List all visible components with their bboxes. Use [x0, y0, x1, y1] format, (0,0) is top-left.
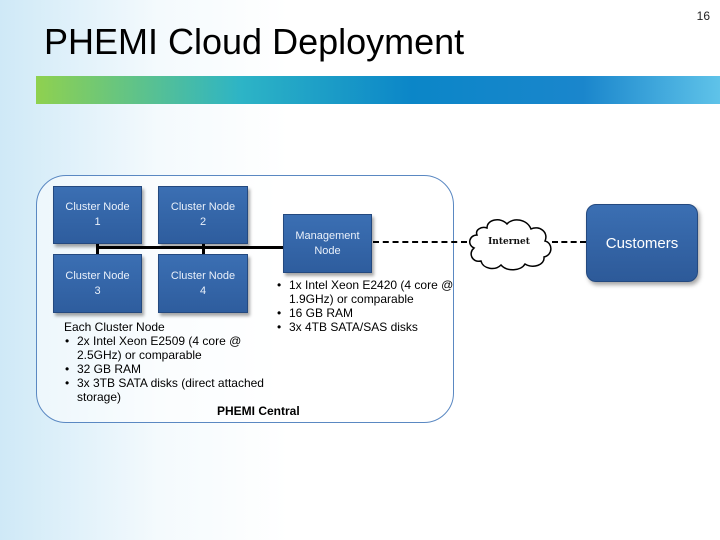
cluster-node-2-label: Cluster Node: [170, 201, 236, 213]
management-spec-item: 1x Intel Xeon E2420 (4 core @ 1.9GHz) or…: [276, 278, 466, 306]
cluster-specs-heading: Each Cluster Node: [64, 320, 165, 334]
cluster-node-1: Cluster Node 1: [53, 186, 142, 244]
title-banner: [36, 76, 720, 104]
cluster-spec-item: 3x 3TB SATA disks (direct attached stora…: [64, 376, 264, 404]
link-internet-customers: [552, 241, 586, 243]
cluster-node-3-label: Cluster Node: [65, 269, 130, 282]
management-specs: 1x Intel Xeon E2420 (4 core @ 1.9GHz) or…: [276, 278, 466, 334]
phemi-central-label: PHEMI Central: [217, 404, 300, 418]
cluster-node-3-number: 3: [94, 284, 101, 297]
cluster-node-2: Cluster Node 2: [158, 186, 248, 244]
cluster-bus-horizontal: [97, 246, 204, 249]
management-spec-item: 3x 4TB SATA/SAS disks: [276, 320, 466, 334]
management-spec-item: 16 GB RAM: [276, 306, 466, 320]
cluster-node-4: Cluster Node 4: [158, 254, 248, 313]
cluster-spec-item: 2x Intel Xeon E2509 (4 core @ 2.5GHz) or…: [64, 334, 264, 362]
cluster-spec-item: 32 GB RAM: [64, 362, 264, 376]
cluster-node-1-number: 1: [94, 216, 101, 228]
management-node-line2: Node: [314, 244, 341, 257]
cluster-bus-vertical-2: [202, 238, 205, 258]
internet-cloud-icon: [469, 219, 552, 271]
management-node-line1: Management: [295, 229, 360, 242]
cluster-node-3: Cluster Node 3: [53, 254, 142, 313]
cluster-specs: Each Cluster Node 2x Intel Xeon E2509 (4…: [64, 320, 264, 404]
slide-title: PHEMI Cloud Deployment: [44, 21, 465, 62]
cluster-node-1-label: Cluster Node: [65, 201, 130, 213]
internet-label: Internet: [488, 237, 530, 247]
slide-number: 16: [696, 9, 710, 23]
cluster-node-4-number: 4: [199, 284, 207, 297]
cluster-node-2-number: 2: [199, 216, 207, 228]
management-node: Management Node: [283, 214, 372, 273]
customers-box: Customers: [586, 204, 698, 282]
bus-to-management: [204, 246, 284, 249]
link-management-internet: [373, 241, 467, 243]
cluster-node-4-label: Cluster Node: [170, 269, 236, 282]
cluster-bus-vertical-1: [96, 238, 99, 258]
